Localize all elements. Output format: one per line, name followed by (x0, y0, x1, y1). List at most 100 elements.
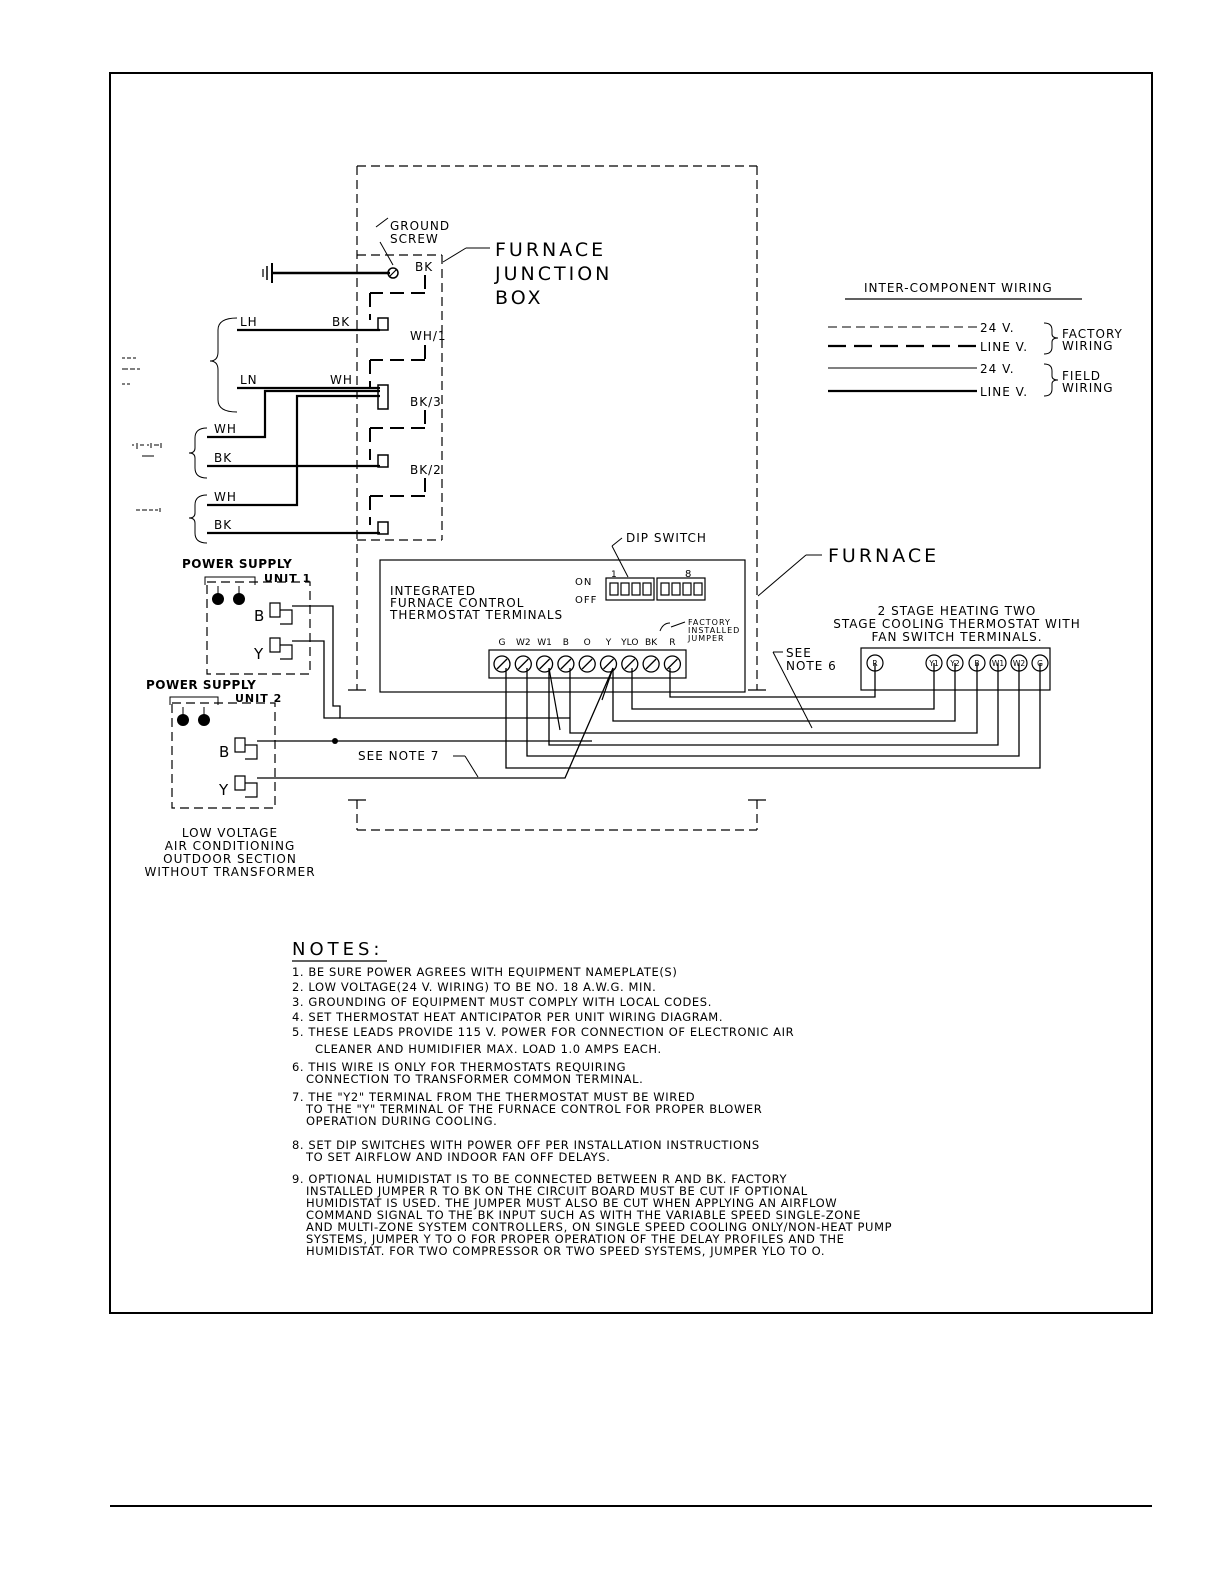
furnace-label: FURNACE (828, 545, 939, 567)
note-line: 9. OPTIONAL HUMIDISTAT IS TO BE CONNECTE… (292, 1172, 787, 1186)
note-line: TO SET AIRFLOW AND INDOOR FAN OFF DELAYS… (305, 1150, 610, 1164)
note-line: HUMIDISTAT IS USED. THE JUMPER MUST ALSO… (306, 1196, 837, 1210)
wire-label-bk3: BK/3 (410, 395, 442, 409)
wire-label-bk: BK (415, 260, 433, 274)
note-line: 6. THIS WIRE IS ONLY FOR THERMOSTATS REQ… (292, 1060, 626, 1074)
dip-on-label: ON (575, 577, 592, 588)
ifc-terminal-screw (535, 655, 554, 673)
ifc-terminal-screw (663, 655, 682, 673)
wire-label-bk: BK (214, 451, 232, 465)
unit2-b-terminal: B (219, 743, 230, 761)
wire-label-lh-bk: BK (332, 315, 350, 329)
factory-jumper-mark (659, 622, 671, 632)
ifc-label: THERMOSTAT TERMINALS (389, 608, 563, 622)
legend-factory-line-v: LINE V. (980, 340, 1028, 354)
outdoor-section-label: WITHOUT TRANSFORMER (144, 865, 315, 879)
ifc-terminal-label: G (499, 638, 506, 648)
note-line: INSTALLED JUMPER R TO BK ON THE CIRCUIT … (306, 1184, 808, 1198)
note-line: AND MULTI-ZONE SYSTEM CONTROLLERS, ON SI… (306, 1220, 892, 1234)
furnace-cabinet-outline (356, 165, 758, 831)
see-note6-label: SEE (786, 646, 812, 660)
unit1-b-terminal: B (254, 607, 265, 625)
factory-jumper-label: JUMPER (687, 634, 725, 643)
wire-label-wh: WH (214, 490, 237, 504)
legend-factory-label: FACTORY (1062, 327, 1123, 341)
notes-title: NOTES: (292, 939, 384, 960)
ifc-terminal-screw (557, 655, 575, 673)
legend-field-line-v: LINE V. (980, 385, 1028, 399)
note-line: 1. BE SURE POWER AGREES WITH EQUIPMENT N… (292, 965, 677, 979)
see-note7-leader (453, 755, 479, 778)
unit2-y-terminal: Y (218, 781, 229, 799)
thermostat-label: 2 STAGE HEATING TWO (878, 604, 1037, 618)
ifc-terminal-strip (488, 649, 687, 679)
ifc-terminal-label: R (669, 638, 675, 648)
ifc-terminal-screw (514, 655, 532, 673)
note-line: CLEANER AND HUMIDIFIER MAX. LOAD 1.0 AMP… (315, 1042, 662, 1056)
junction-connectors (377, 317, 389, 535)
ifc-label: FURNACE CONTROL (390, 596, 524, 610)
ifc-terminal-label: BK (645, 638, 658, 648)
wire-label-bk: BK (214, 518, 232, 532)
wire-label-ln: LN (240, 373, 258, 387)
unit-1-label: UNIT 1 (264, 572, 311, 585)
ifc-terminal-label: YLO (620, 638, 638, 648)
note-line: 3. GROUNDING OF EQUIPMENT MUST COMPLY WI… (292, 995, 712, 1009)
unit1-y-terminal: Y (253, 645, 264, 663)
legend-field-24v: 24 V. (980, 362, 1015, 376)
see-note7-label: SEE NOTE 7 (358, 749, 439, 763)
outdoor-section-label: LOW VOLTAGE (182, 826, 278, 840)
thermostat-label: FAN SWITCH TERMINALS. (871, 630, 1042, 644)
wire-label-wh1: WH/1 (410, 329, 447, 343)
legend-field-label: WIRING (1062, 381, 1114, 395)
outdoor-unit-field-wiring (257, 605, 614, 779)
note-line: OPERATION DURING COOLING. (306, 1114, 497, 1128)
wire-label-lh: LH (240, 315, 258, 329)
ifc-terminal-screw (493, 655, 511, 673)
note-line: CONNECTION TO TRANSFORMER COMMON TERMINA… (306, 1072, 643, 1086)
see-note6-leader (772, 651, 813, 729)
ifc-terminal-label: W1 (537, 638, 552, 648)
ifc-terminal-screw (642, 655, 660, 673)
see-note6-label: NOTE 6 (786, 659, 837, 673)
notes-list: 1. BE SURE POWER AGREES WITH EQUIPMENT N… (292, 965, 892, 1258)
thermostat-label: STAGE COOLING THERMOSTAT WITH (833, 617, 1081, 631)
ifc-label: INTEGRATED (390, 584, 476, 598)
junction-box-leader (442, 247, 490, 263)
note-line: 5. THESE LEADS PROVIDE 115 V. POWER FOR … (292, 1025, 794, 1039)
ground-screw-label: SCREW (390, 232, 439, 246)
footer-rule (110, 1505, 1152, 1507)
ifc-terminal-label: Y (605, 638, 612, 648)
unit-2-label: UNIT 2 (235, 692, 282, 705)
legend-factory-24v: 24 V. (980, 321, 1015, 335)
dip-1-label: 1 (611, 570, 618, 580)
legend-braces (1043, 322, 1059, 397)
junction-box-wiring (369, 275, 426, 525)
junction-box-outline (357, 254, 443, 541)
integrated-furnace-control-board (379, 559, 746, 693)
furnace-leader (757, 554, 822, 597)
cabinet-tick-marks (348, 689, 766, 801)
dip-switch-bank (605, 577, 706, 601)
junction-box-label: FURNACE (495, 239, 606, 261)
outdoor-section-label: AIR CONDITIONING (165, 839, 296, 853)
note-line: COMMAND SIGNAL TO THE BK INPUT SUCH AS W… (306, 1208, 861, 1222)
ground-screw-label: GROUND (390, 219, 450, 233)
ifc-terminal-label: B (563, 638, 569, 648)
dip-switch-leader (611, 537, 629, 578)
wire-label-ln-wh: WH (330, 373, 353, 387)
junction-box-label: BOX (495, 287, 543, 309)
ground-screw (262, 217, 399, 283)
note-line: HUMIDISTAT. FOR TWO COMPRESSOR OR TWO SP… (306, 1244, 825, 1258)
diagram-frame (109, 72, 1153, 1314)
wire-label-bk2: BK/2 (410, 463, 442, 477)
outdoor-unit-2 (171, 702, 276, 809)
thermostat-field-wiring (505, 663, 1041, 769)
factory-jumper-label: INSTALLED (688, 626, 740, 635)
legend-field-label: FIELD (1062, 369, 1101, 383)
wire-label-wh: WH (214, 422, 237, 436)
note-line: SYSTEMS, JUMPER Y TO O FOR PROPER OPERAT… (306, 1232, 844, 1246)
